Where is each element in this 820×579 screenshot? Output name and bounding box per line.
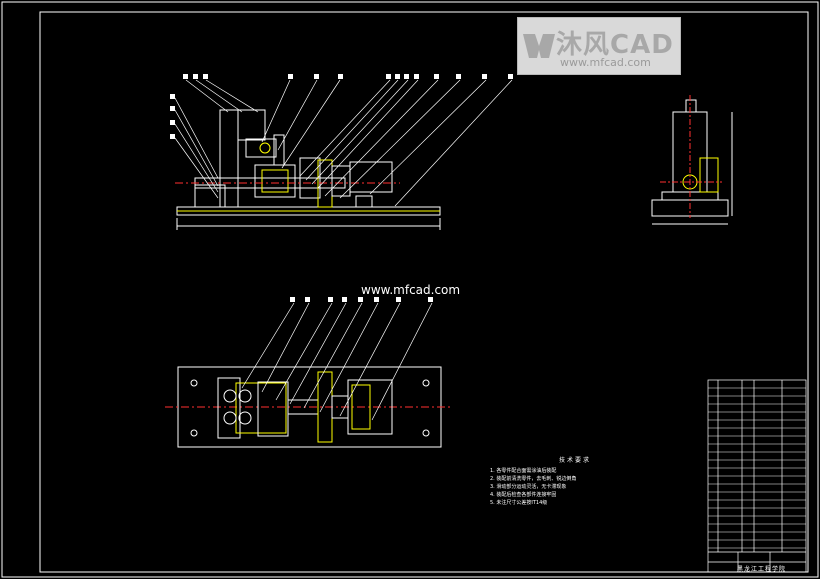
technical-notes-title: 技术要求 [558,457,591,464]
watermark-logo: 沐风CAD www.mfcad.com [517,17,681,75]
front-view-balloons [170,74,513,139]
technical-note-item: 2. 装配前清洗零件，去毛刺、锐边倒角 [490,476,577,482]
front-view-leaders [174,79,513,207]
technical-notes: 技术要求 1. 各零件配合面需涂油后装配 2. 装配前清洗零件，去毛刺、锐边倒角… [490,457,660,507]
technical-note-item: 5. 未注尺寸公差按IT14级 [490,500,548,506]
side-view [651,95,733,225]
top-view-leaders [241,302,433,421]
site-url-label: www.mfcad.com [361,283,461,297]
technical-note-item: 3. 滑动部分运动灵活，无卡滞现象 [490,484,567,490]
mfcad-logo-icon [523,34,555,58]
watermark-url: www.mfcad.com [560,56,651,69]
parts-list-rows [708,387,806,549]
title-block-school: 黑龙江工程学院 [737,566,787,573]
front-view [175,109,441,230]
technical-note-item: 4. 装配后检查各部件连接牢固 [490,492,557,498]
watermark-brand: 沐风CAD [556,30,674,60]
top-view [165,366,450,448]
technical-note-item: 1. 各零件配合面需涂油后装配 [490,468,557,474]
top-view-balloons [290,297,433,302]
